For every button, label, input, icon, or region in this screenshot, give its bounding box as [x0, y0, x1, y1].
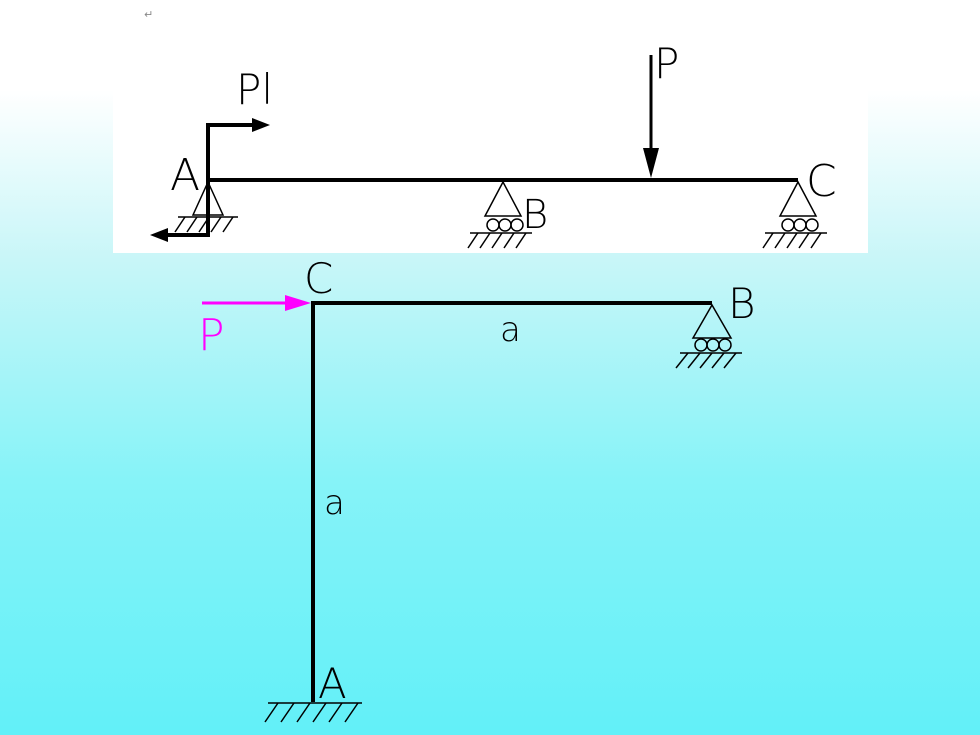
- frame-length-horizontal: a: [500, 310, 521, 350]
- frame-label-p: P: [198, 310, 225, 361]
- frame-members: [311, 301, 712, 702]
- frame-support-a: [264, 702, 362, 723]
- frame-label-b: B: [728, 279, 756, 328]
- frame-label-a: A: [318, 659, 347, 708]
- moment-arrow-pl: [150, 118, 270, 242]
- beam-support-b: [467, 180, 532, 249]
- frame-diagram: C B A P a a: [198, 254, 756, 723]
- paragraph-mark: ↵: [144, 8, 154, 21]
- frame-support-b: [675, 303, 742, 369]
- beam-label-b: B: [522, 192, 548, 238]
- beam-support-c: [762, 180, 827, 249]
- beam-label-pl: Pl: [236, 65, 273, 114]
- frame-label-c: C: [304, 254, 333, 303]
- beam-load-arrow: [643, 55, 659, 178]
- beam-label-c: C: [806, 156, 837, 207]
- beam-label-a: A: [170, 150, 200, 201]
- beam-label-p: P: [654, 39, 679, 88]
- beam-diagram: A B C P Pl: [113, 39, 868, 253]
- beam-panel-bg: [113, 50, 868, 253]
- frame-length-vertical: a: [324, 483, 345, 523]
- frame-load-arrow: [202, 295, 311, 311]
